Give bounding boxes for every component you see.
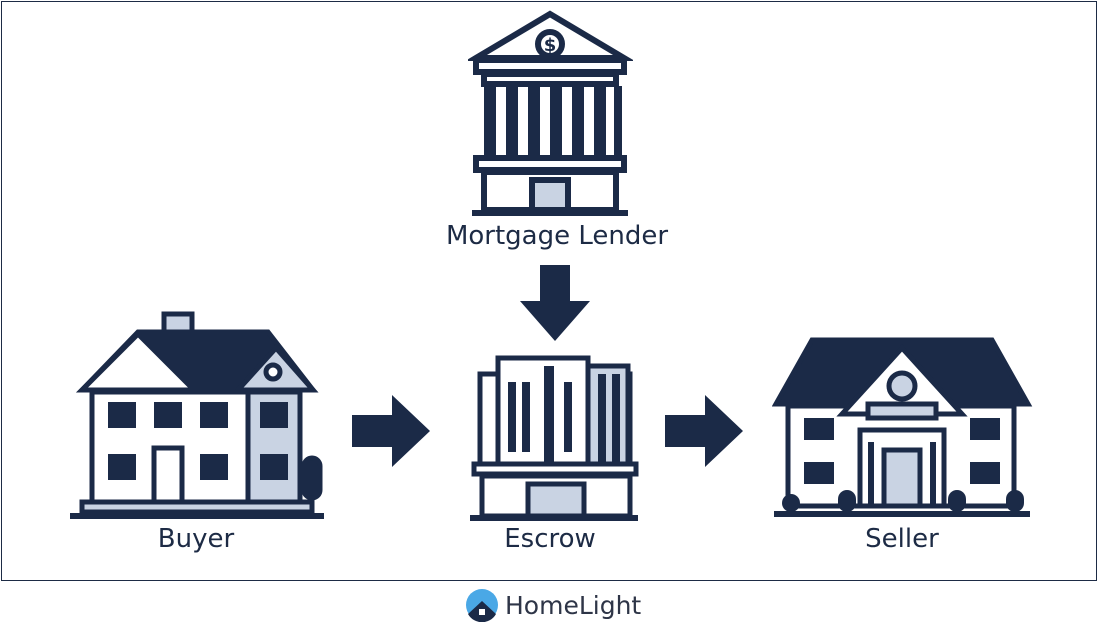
- arrow-right-icon: [665, 395, 743, 467]
- bank-icon: $: [468, 10, 633, 216]
- escrow-label: Escrow: [504, 524, 596, 554]
- seller-label: Seller: [865, 524, 939, 554]
- homelight-logo: HomeLight: [465, 588, 641, 622]
- arrow-right-icon: [352, 395, 430, 467]
- buyer-house-icon: [70, 311, 324, 519]
- escrow-building-icon: [470, 355, 639, 521]
- lender-label: Mortgage Lender: [445, 221, 669, 251]
- seller-house-icon: [772, 337, 1033, 517]
- brand-name: HomeLight: [505, 590, 642, 620]
- svg-text:$: $: [544, 35, 557, 56]
- buyer-label: Buyer: [157, 524, 235, 554]
- arrow-down-icon: [520, 265, 590, 341]
- homelight-logo-icon: [466, 589, 498, 622]
- diagram-frame: [1, 1, 1097, 581]
